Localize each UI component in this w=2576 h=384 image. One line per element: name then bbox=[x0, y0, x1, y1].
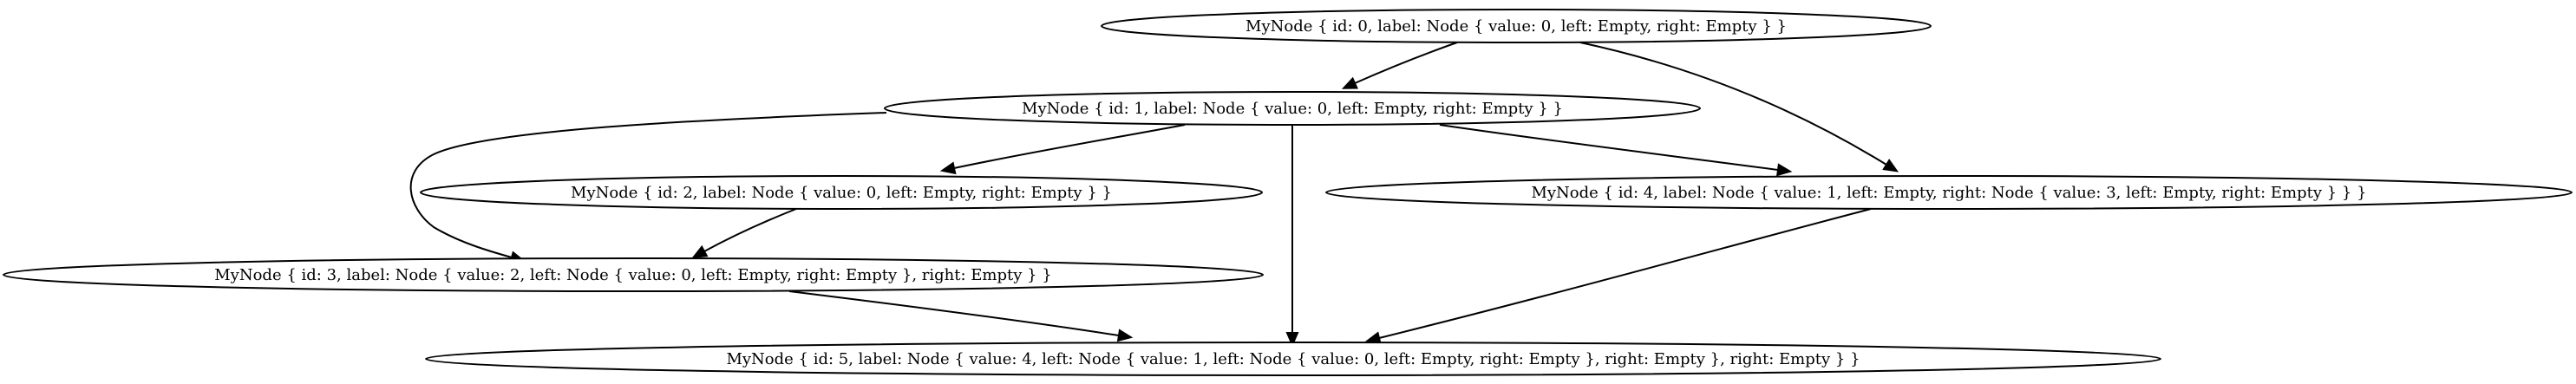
node-5-ellipse bbox=[425, 342, 2161, 376]
arrowhead-icon bbox=[1882, 159, 1899, 172]
edge-line bbox=[703, 208, 797, 252]
edge-line bbox=[1439, 124, 1779, 171]
edge-2-to-3 bbox=[691, 208, 797, 258]
node-0-label: MyNode { id: 0, label: Node { value: 0, … bbox=[1246, 17, 1787, 36]
node-1-ellipse bbox=[884, 91, 1701, 126]
edge-line bbox=[1354, 42, 1458, 84]
edge-1-to-5 bbox=[1285, 125, 1299, 348]
node-1-label: MyNode { id: 1, label: Node { value: 0, … bbox=[1022, 100, 1563, 118]
edge-1-to-4 bbox=[1439, 124, 1793, 177]
arrowhead-icon bbox=[939, 161, 957, 175]
edge-line bbox=[409, 112, 887, 258]
edge-layer bbox=[409, 42, 1899, 348]
node-1[interactable]: MyNode { id: 1, label: Node { value: 0, … bbox=[884, 91, 1701, 126]
edge-line bbox=[953, 124, 1186, 169]
node-4-label: MyNode { id: 4, label: Node { value: 1, … bbox=[1531, 184, 2366, 202]
edge-1-to-2 bbox=[939, 124, 1186, 175]
node-0-ellipse bbox=[1101, 9, 1932, 43]
arrowhead-icon bbox=[1341, 76, 1358, 89]
node-3[interactable]: MyNode { id: 3, label: Node { value: 2, … bbox=[3, 257, 1264, 292]
edge-3-to-5 bbox=[788, 290, 1134, 342]
edge-0-to-4 bbox=[1579, 42, 1899, 172]
edge-line bbox=[1579, 42, 1887, 166]
edge-line bbox=[1378, 208, 1872, 339]
edge-0-to-1 bbox=[1341, 42, 1458, 89]
node-2-ellipse bbox=[420, 175, 1263, 210]
node-2-label: MyNode { id: 2, label: Node { value: 0, … bbox=[571, 184, 1112, 202]
node-0[interactable]: MyNode { id: 0, label: Node { value: 0, … bbox=[1101, 9, 1932, 43]
edge-4-to-5 bbox=[1364, 208, 1872, 345]
node-5[interactable]: MyNode { id: 5, label: Node { value: 4, … bbox=[425, 342, 2161, 376]
node-5-label: MyNode { id: 5, label: Node { value: 4, … bbox=[726, 350, 1860, 368]
node-4[interactable]: MyNode { id: 4, label: Node { value: 1, … bbox=[1325, 175, 2573, 210]
edge-line bbox=[788, 290, 1120, 336]
arrowhead-icon bbox=[1285, 332, 1299, 348]
node-3-label: MyNode { id: 3, label: Node { value: 2, … bbox=[214, 266, 1052, 284]
arrowhead-icon bbox=[1116, 329, 1134, 342]
node-4-ellipse bbox=[1325, 175, 2573, 210]
node-2[interactable]: MyNode { id: 2, label: Node { value: 0, … bbox=[420, 175, 1263, 210]
arrowhead-icon bbox=[1776, 163, 1793, 177]
arrowhead-icon bbox=[691, 244, 709, 258]
node-layer: MyNode { id: 0, label: Node { value: 0, … bbox=[3, 9, 2573, 376]
node-3-ellipse bbox=[3, 257, 1264, 292]
